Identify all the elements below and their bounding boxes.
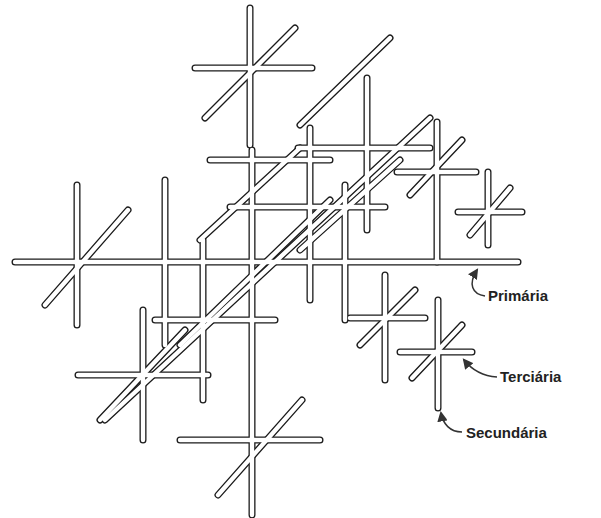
arm-outline: [15, 8, 522, 515]
leader-arrow: [472, 270, 485, 296]
part-label: Terciária: [500, 368, 561, 386]
leader-arrow: [441, 413, 462, 432]
leader-arrow: [464, 360, 497, 377]
part-label: Primária: [488, 287, 548, 305]
part-label: Secundária: [466, 424, 547, 442]
arm-fill: [15, 8, 522, 515]
